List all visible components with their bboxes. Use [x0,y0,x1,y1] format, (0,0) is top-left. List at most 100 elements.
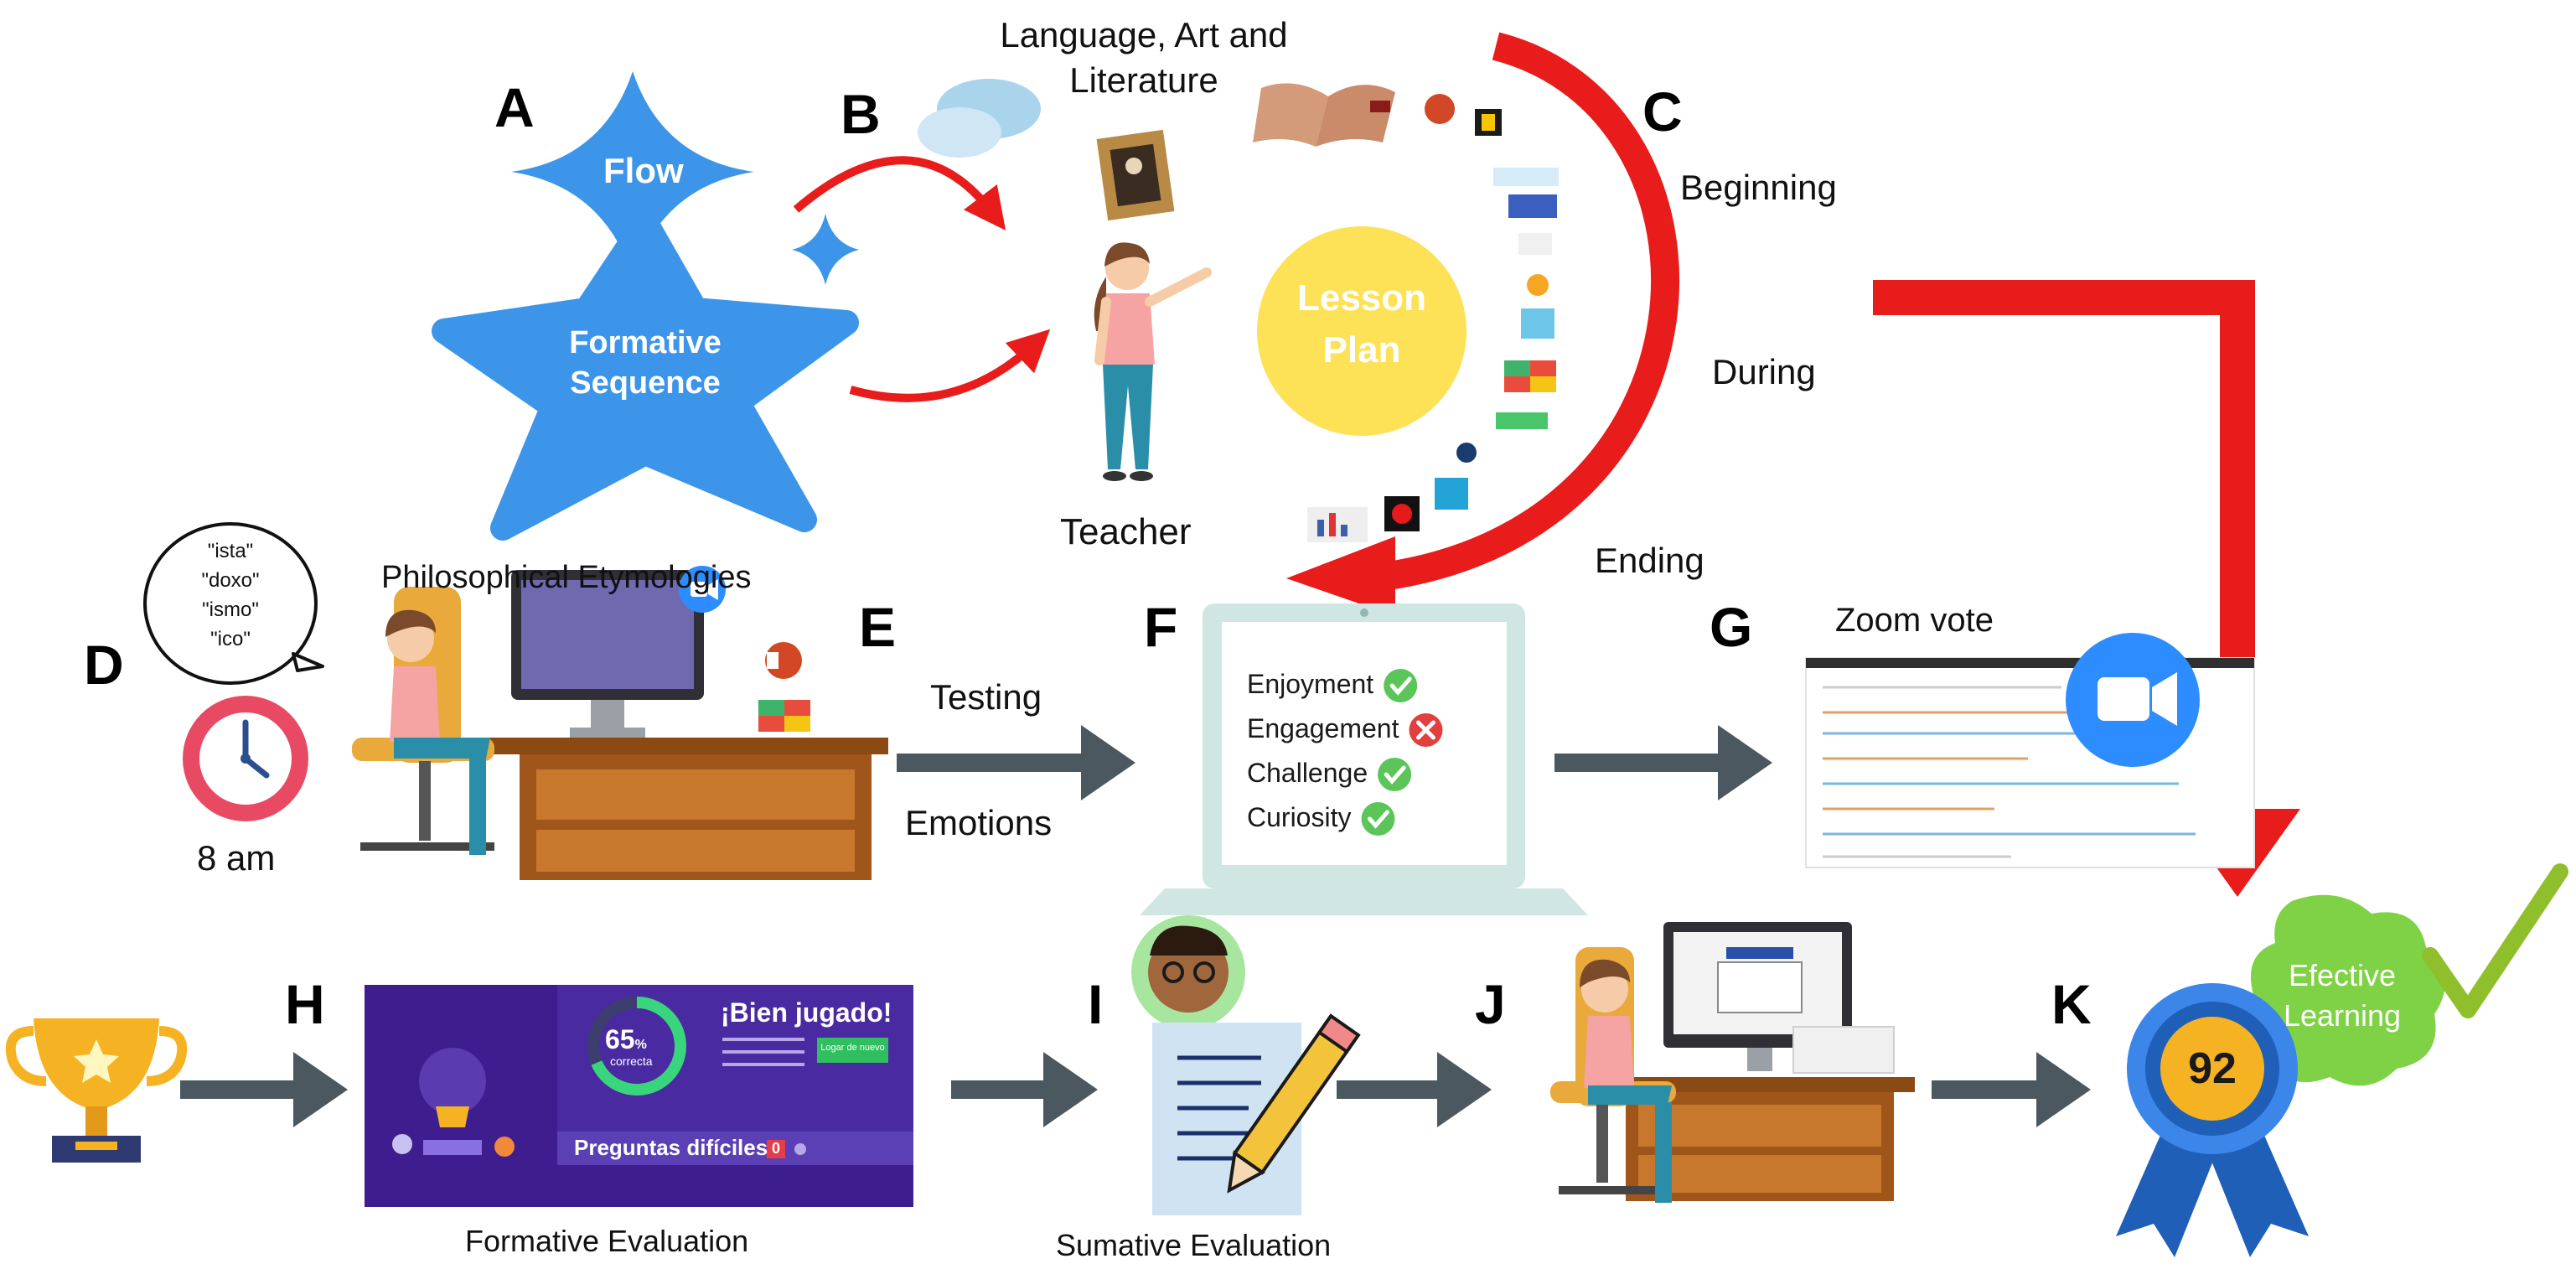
app-icon [1521,308,1554,339]
percent-value: 65 [605,1024,635,1054]
formative-evaluation-caption: Formative Evaluation [465,1224,749,1258]
effective-label: Efective [2288,958,2397,992]
flow-star [511,71,754,277]
result-headline: ¡Bien jugado! [721,997,892,1028]
plan-label: Plan [1322,329,1401,370]
powerpoint-icon [765,642,802,679]
app-icon [1482,114,1495,131]
award-ribbon-icon [2116,983,2309,1257]
app-icon [1493,168,1559,186]
effective-learning-label: Efective Learning [2263,956,2422,1036]
step-c-letter: C [1642,80,1683,142]
formative-to-sumative-arrow [951,1052,1098,1127]
formative-sequence-label: Formative Sequence [549,323,742,403]
topic-line-2: Literature [1069,60,1218,100]
lesson-cycle-arrow [1368,32,1680,593]
emotion-label: Challenge [1247,758,1368,788]
app-icon [1527,274,1549,296]
lesson-cycle-arrowhead [1286,536,1395,616]
sumative-to-desk-arrow [1337,1052,1492,1127]
hard-questions-count: 0 [771,1140,780,1157]
powerpoint-icon [1425,94,1455,124]
checkmark-icon [2422,863,2568,1018]
laptop-to-vote-arrow [1554,725,1772,800]
emotion-label: Engagement [1247,713,1399,743]
step-f-letter: F [1144,596,1178,658]
teacher-grading-at-desk [1550,922,1915,1203]
open-book-icon [1253,83,1395,147]
step-b-letter: B [841,83,881,145]
desk-to-result-arrow [1932,1052,2091,1127]
student-with-exam [1131,915,1361,1215]
lesson-label: Lesson [1296,277,1427,319]
score-percent: 65% [605,1024,647,1055]
phase-during: During [1712,352,1816,391]
emotion-row: Challenge [1247,758,1368,789]
app-icon [1530,376,1556,392]
emotion-label: Curiosity [1247,802,1352,832]
app-icon [1370,101,1390,112]
lesson-plan-circle [1257,226,1466,436]
suffix-ista: "ista" [207,540,254,562]
app-icon [1508,194,1557,218]
percent-caption: correcta [610,1054,653,1068]
app-icon [1435,478,1468,510]
step-i-letter: I [1088,973,1104,1035]
topic-label: Language, Art and Literature [964,13,1324,103]
clock-icon [183,696,308,821]
score-value: 92 [2188,1044,2237,1093]
trophy-icon [5,1018,188,1163]
teacher-label: Teacher [1060,511,1192,552]
app-icon [1307,507,1368,542]
emotions-label: Emotions [905,803,1053,842]
emotion-row: Curiosity [1247,802,1351,833]
emotion-row: Enjoyment [1247,669,1373,700]
suffix-doxo: "doxo" [201,569,260,592]
learning-label: Learning [2283,998,2402,1033]
app-icon [1341,525,1347,536]
zoom-vote-label: Zoom vote [1835,602,1994,639]
teacher-figure [1094,242,1212,481]
step-j-letter: J [1475,973,1506,1035]
step-h-letter: H [285,973,325,1035]
plan-to-learning-arrow [1873,280,2255,813]
testing-emotions-arrow [897,725,1135,800]
step-k-letter: K [2051,973,2092,1035]
phase-beginning: Beginning [1680,168,1837,207]
app-icon [1317,520,1324,536]
effective-learning-badge [2246,894,2445,1086]
app-icon [1329,513,1336,536]
step-a-letter: A [494,76,535,138]
check-icon [1378,758,1412,791]
sparkle-icon [551,407,622,478]
cross-icon [1409,713,1443,747]
flow-to-teacher-arrow [793,156,1006,230]
step-d-letter: D [84,634,124,696]
formative-sequence-star [432,210,859,541]
emotion-row: Engagement [1247,713,1399,744]
suffix-ismo: "ismo" [202,598,259,621]
sumative-evaluation-caption: Sumative Evaluation [1056,1228,1332,1262]
app-icon [1504,360,1530,376]
chat-bubbles-icon [918,79,1041,158]
step-g-letter: G [1710,596,1753,658]
topic-line-1: Language, Art and [1000,15,1288,54]
testing-label: Testing [930,677,1042,717]
app-icon [1392,504,1412,524]
check-icon [1384,669,1418,702]
sequence-to-teacher-arrow [849,329,1051,402]
zoom-vote-screenshot [1805,657,2255,868]
step-e-letter: E [859,596,897,658]
play-again-button[interactable]: Logar de nuevo [820,1043,885,1053]
framed-portrait-icon [1096,129,1175,221]
suffix-ico: "ico" [210,628,251,650]
tool-icons [1307,94,1559,542]
app-icon [1496,412,1548,429]
lesson-plan-label: Lesson Plan [1278,272,1446,376]
sparkle-icon [792,214,859,285]
sequence-label: Sequence [570,365,721,401]
flow-label: Flow [603,151,684,190]
formative-label: Formative [569,325,722,360]
teacher-at-desk [352,566,888,880]
